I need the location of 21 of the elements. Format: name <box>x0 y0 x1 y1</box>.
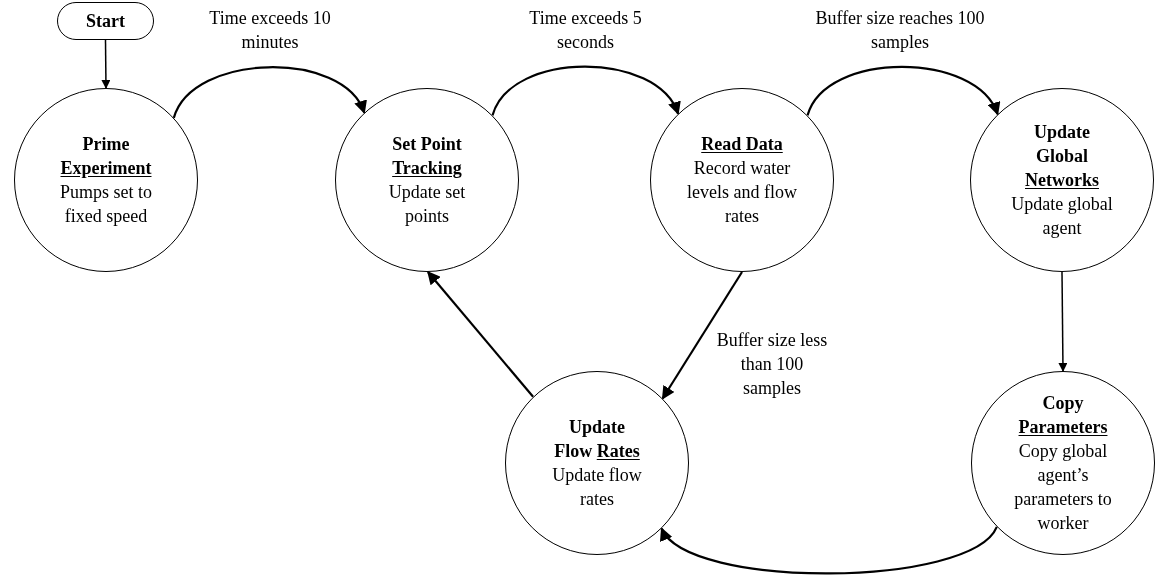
state-description: Update flow rates <box>551 464 643 511</box>
state-title: Set Point Tracking <box>391 133 463 180</box>
state-title: Copy Parameters <box>1017 392 1109 439</box>
state-title: Read Data <box>701 133 783 156</box>
arrow <box>660 526 998 575</box>
state-title: Update Global Networks <box>1024 121 1100 192</box>
state-title: Prime Experiment <box>59 133 153 180</box>
state-description: Copy global agent’s parameters to worker <box>1013 440 1113 535</box>
arrow <box>1058 271 1068 372</box>
state-description: Update set points <box>387 181 467 228</box>
state-description: Update global agent <box>1010 193 1114 240</box>
state-description: Pumps set to fixed speed <box>59 181 153 228</box>
arrow <box>172 66 366 119</box>
start-terminal: Start <box>57 2 154 40</box>
state-description: Record water levels and flow rates <box>686 157 798 228</box>
arrow <box>661 271 743 400</box>
arrow <box>427 271 534 398</box>
arrow <box>491 65 680 116</box>
state-title: Update Flow Rates <box>553 416 641 463</box>
arrow <box>101 39 111 89</box>
arrow <box>806 65 999 116</box>
